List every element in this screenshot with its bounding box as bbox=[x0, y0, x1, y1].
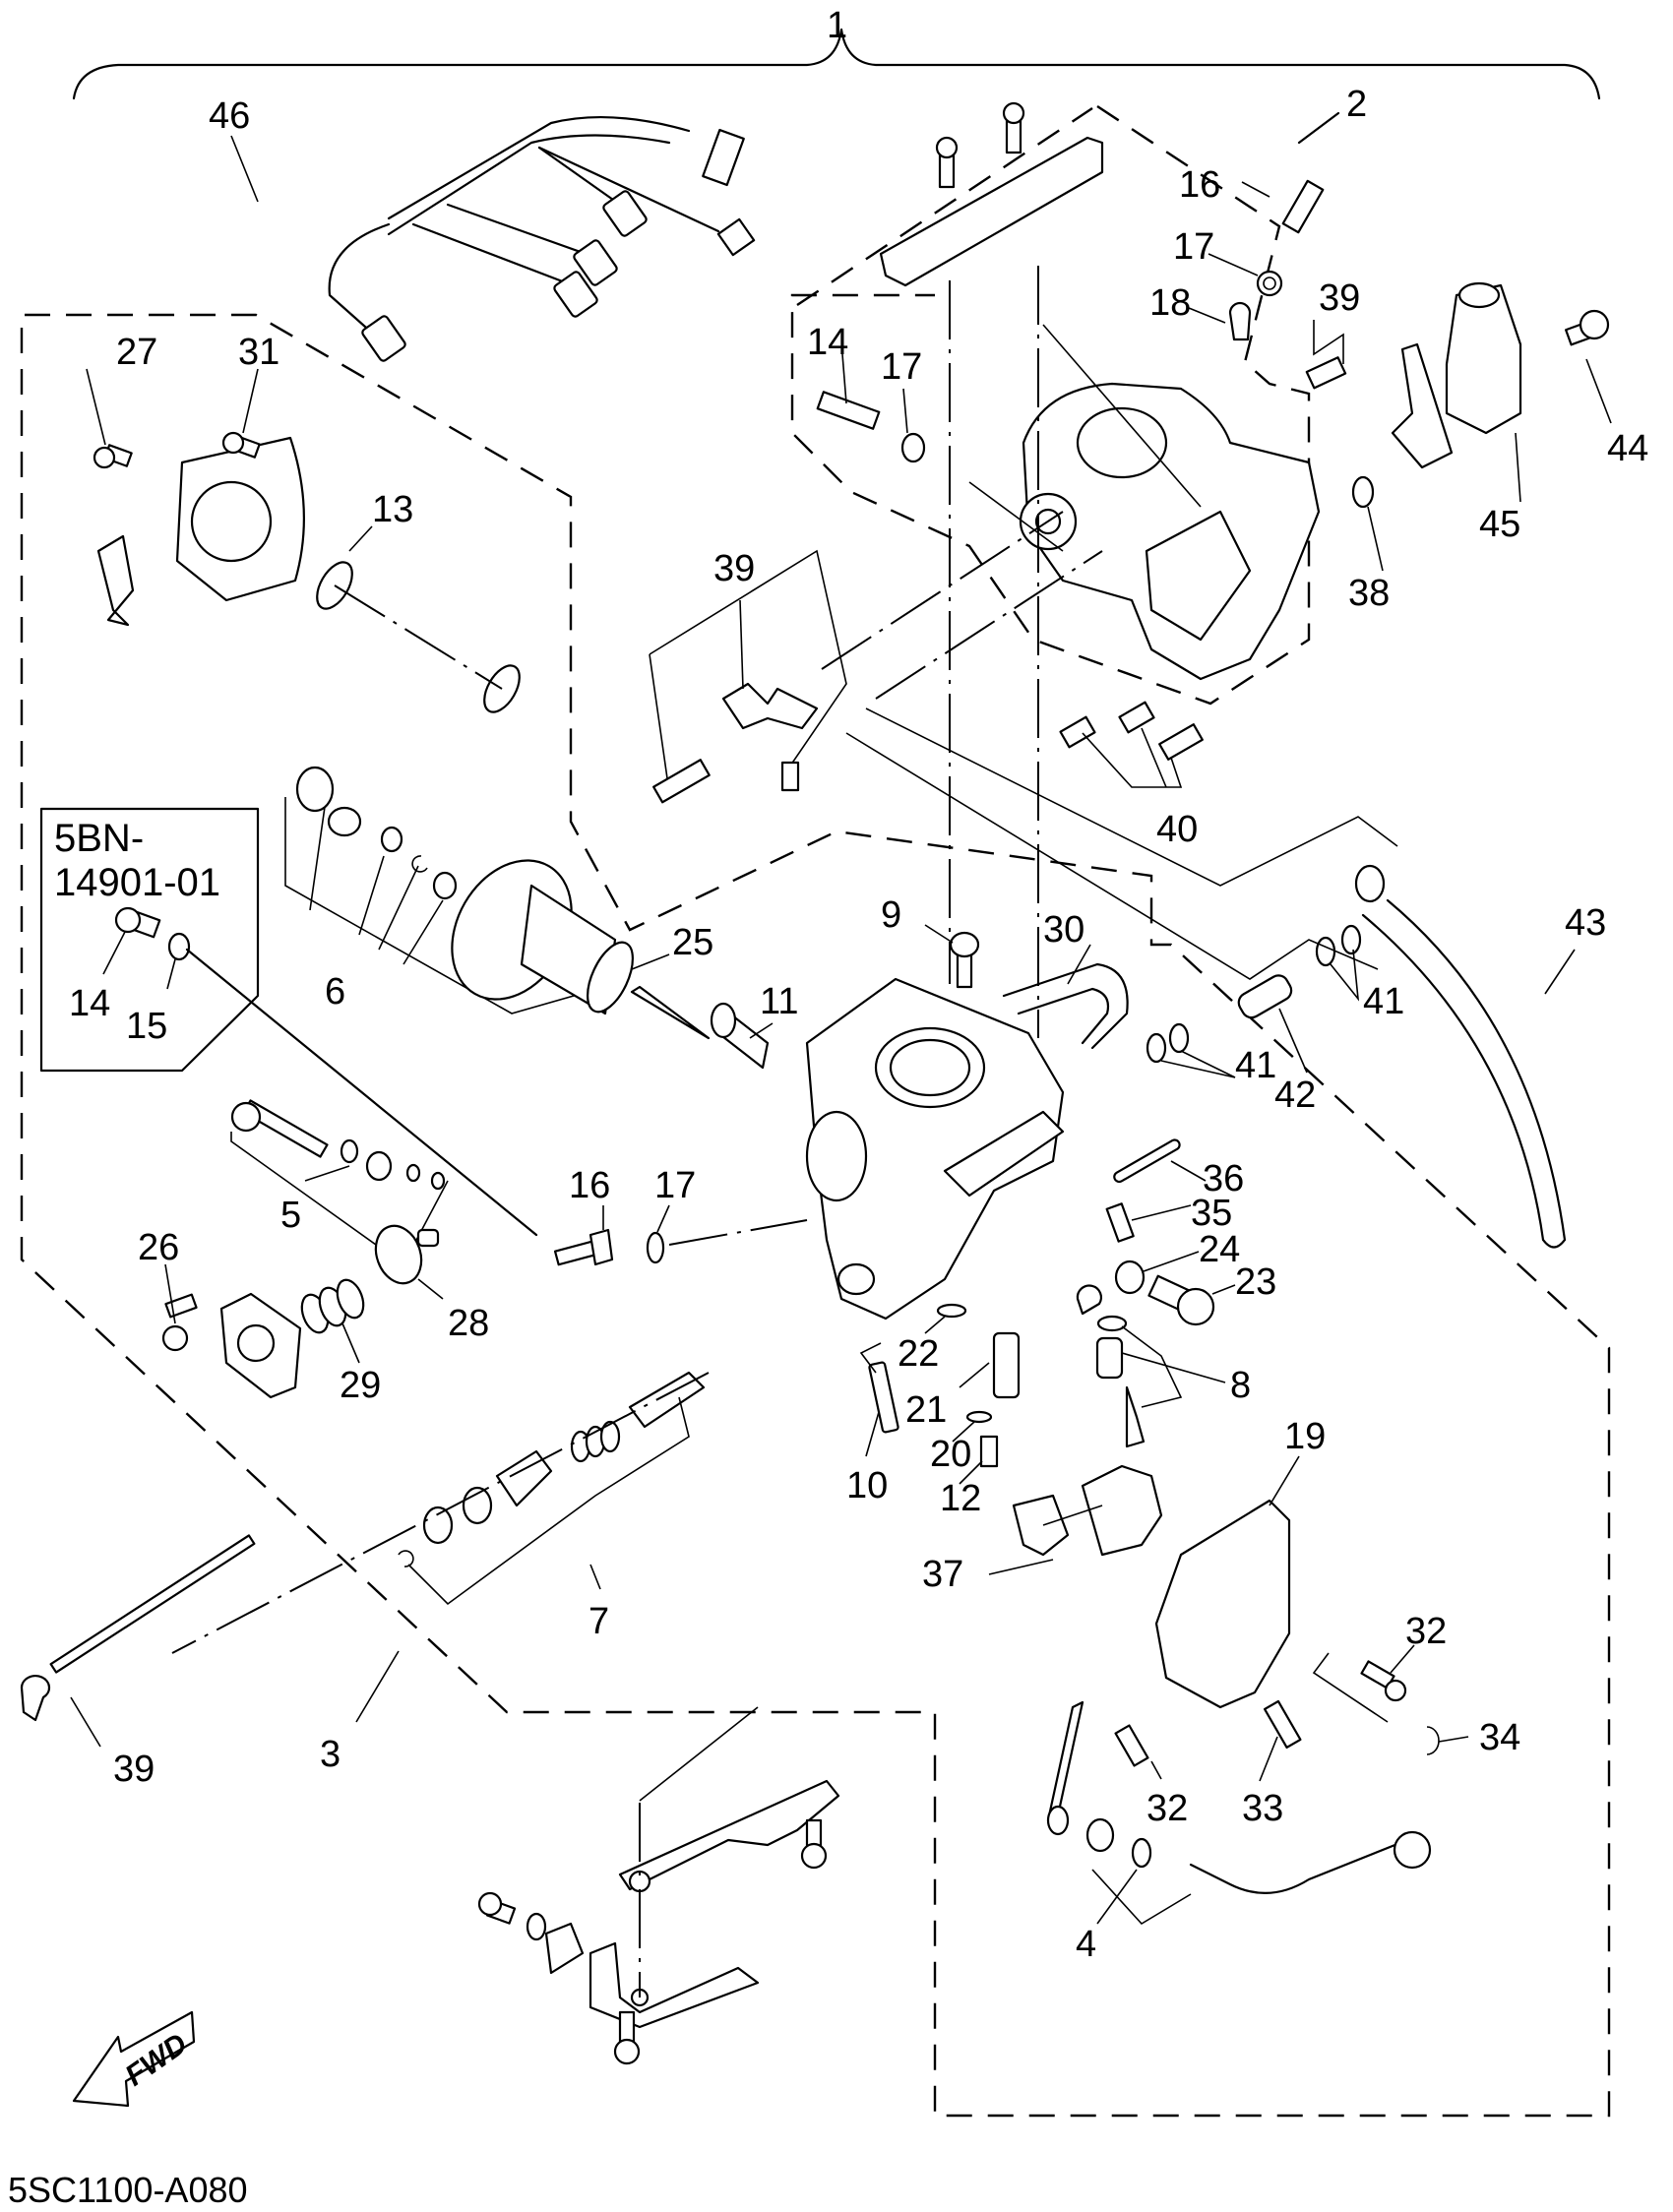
group-2-inner-dash bbox=[796, 107, 1093, 306]
group-2-boundary bbox=[790, 104, 1311, 706]
jet-needle bbox=[630, 985, 711, 1040]
callout-40[interactable]: 40 bbox=[1156, 809, 1198, 850]
throttle-position-sensor bbox=[1445, 283, 1522, 435]
callout-14-kit[interactable]: 14 bbox=[69, 983, 110, 1024]
bracket-plate bbox=[96, 534, 135, 627]
pilot-jet-10 bbox=[868, 1361, 899, 1434]
callout-37[interactable]: 37 bbox=[922, 1554, 963, 1595]
callout-16-mid[interactable]: 16 bbox=[569, 1165, 610, 1206]
tube-30 bbox=[1002, 962, 1129, 1050]
main-jet-21 bbox=[992, 1331, 1021, 1399]
callout-24[interactable]: 24 bbox=[1199, 1229, 1240, 1270]
callout-39-top[interactable]: 39 bbox=[1319, 277, 1360, 319]
callout-13[interactable]: 13 bbox=[372, 489, 413, 530]
callout-21[interactable]: 21 bbox=[905, 1389, 947, 1431]
callout-33[interactable]: 33 bbox=[1242, 1788, 1283, 1829]
callout-41-left[interactable]: 41 bbox=[1235, 1045, 1276, 1086]
callout-3[interactable]: 3 bbox=[320, 1734, 341, 1775]
callout-28[interactable]: 28 bbox=[448, 1303, 489, 1344]
callout-32-right[interactable]: 32 bbox=[1405, 1611, 1447, 1652]
callout-46[interactable]: 46 bbox=[209, 95, 250, 137]
callout-31[interactable]: 31 bbox=[238, 332, 279, 373]
callout-1[interactable]: 1 bbox=[827, 5, 847, 46]
callout-23[interactable]: 23 bbox=[1235, 1261, 1276, 1303]
callout-15[interactable]: 15 bbox=[126, 1006, 167, 1047]
callout-20[interactable]: 20 bbox=[930, 1434, 971, 1475]
callout-36[interactable]: 36 bbox=[1203, 1158, 1244, 1199]
callout-14-top[interactable]: 14 bbox=[807, 322, 848, 363]
drain-hose-4 bbox=[1189, 1838, 1409, 1894]
bottom-bracket-assembly bbox=[477, 1706, 840, 2065]
callout-22[interactable]: 22 bbox=[898, 1333, 939, 1375]
choke-rod-39 bbox=[49, 1534, 256, 1674]
callout-4[interactable]: 4 bbox=[1076, 1924, 1096, 1965]
kit-part-number-line2: 14901-01 bbox=[54, 861, 220, 904]
float-37 bbox=[1081, 1464, 1163, 1557]
callout-39-bottom[interactable]: 39 bbox=[113, 1749, 155, 1790]
callout-11[interactable]: 11 bbox=[760, 981, 798, 1022]
callout-12[interactable]: 12 bbox=[940, 1478, 981, 1519]
callout-9[interactable]: 9 bbox=[881, 894, 901, 936]
throttle-lever bbox=[1391, 342, 1454, 469]
callout-34[interactable]: 34 bbox=[1479, 1717, 1520, 1758]
carburetor-upper bbox=[1019, 382, 1321, 681]
callout-38[interactable]: 38 bbox=[1348, 573, 1390, 614]
callout-27[interactable]: 27 bbox=[116, 332, 157, 373]
callout-17-mid[interactable]: 17 bbox=[881, 346, 922, 388]
callout-2[interactable]: 2 bbox=[1346, 84, 1367, 125]
diagram-code: 5SC1100-A080 bbox=[8, 2170, 248, 2210]
callout-32-left[interactable]: 32 bbox=[1146, 1788, 1188, 1829]
callout-25[interactable]: 25 bbox=[672, 922, 713, 963]
callout-41-right[interactable]: 41 bbox=[1363, 981, 1404, 1022]
callout-35[interactable]: 35 bbox=[1191, 1193, 1232, 1234]
callout-17-top[interactable]: 17 bbox=[1173, 226, 1214, 268]
forward-direction-arrow: FWD bbox=[72, 2010, 196, 2108]
callout-39-mid[interactable]: 39 bbox=[713, 548, 755, 589]
kit-box bbox=[39, 807, 260, 1073]
callout-43[interactable]: 43 bbox=[1565, 902, 1606, 944]
callout-45[interactable]: 45 bbox=[1479, 504, 1520, 545]
kit-part-number-line1: 5BN- bbox=[54, 817, 144, 860]
callout-7[interactable]: 7 bbox=[589, 1601, 609, 1642]
callout-6[interactable]: 6 bbox=[325, 971, 345, 1013]
callout-17-mid2[interactable]: 17 bbox=[654, 1165, 696, 1206]
fitting-16-top bbox=[1281, 179, 1325, 234]
callout-29[interactable]: 29 bbox=[340, 1365, 381, 1406]
callout-16-top[interactable]: 16 bbox=[1179, 164, 1220, 206]
callout-42[interactable]: 42 bbox=[1274, 1075, 1316, 1116]
callout-44[interactable]: 44 bbox=[1607, 428, 1648, 469]
fuel-hose-43 bbox=[1361, 898, 1567, 1242]
wire-harness bbox=[328, 115, 756, 362]
float-bowl-19 bbox=[1154, 1499, 1291, 1709]
assembly-brace bbox=[72, 28, 1601, 100]
top-bracket bbox=[879, 101, 1104, 287]
clip-34 bbox=[1426, 1726, 1440, 1755]
group-3-boundary bbox=[20, 313, 1611, 2118]
callout-8[interactable]: 8 bbox=[1230, 1365, 1251, 1406]
pin-42 bbox=[1237, 974, 1293, 1019]
pin-36 bbox=[1113, 1138, 1181, 1184]
callout-19[interactable]: 19 bbox=[1284, 1416, 1326, 1457]
callout-10[interactable]: 10 bbox=[846, 1465, 888, 1506]
fitting-14-top bbox=[816, 391, 881, 430]
callout-18[interactable]: 18 bbox=[1149, 282, 1191, 324]
carburetor-main-body bbox=[805, 977, 1065, 1321]
callout-5[interactable]: 5 bbox=[280, 1195, 301, 1236]
callout-26[interactable]: 26 bbox=[138, 1227, 179, 1268]
callout-30[interactable]: 30 bbox=[1043, 909, 1084, 951]
spring-39-top bbox=[1305, 356, 1347, 390]
